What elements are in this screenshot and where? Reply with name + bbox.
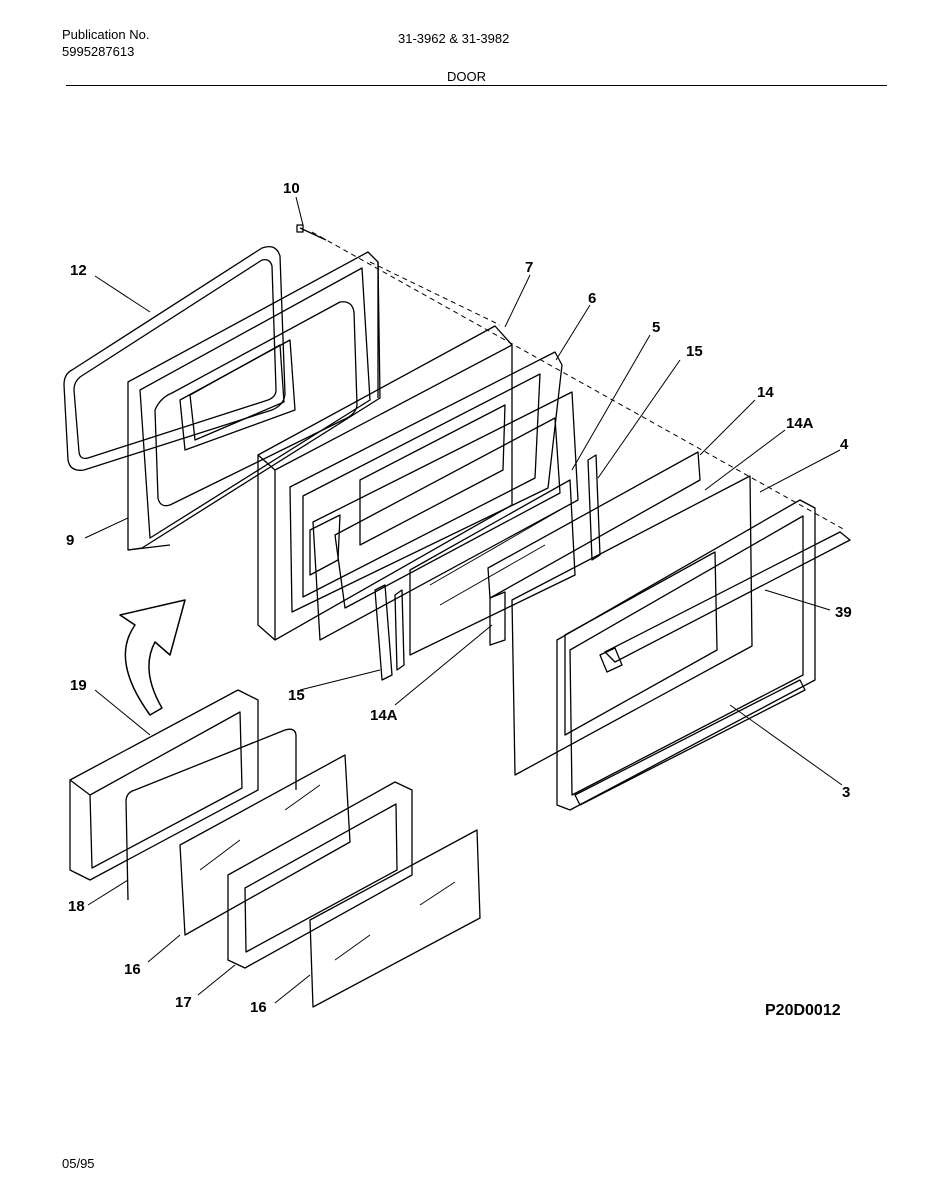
gasket-part-12	[63, 245, 286, 471]
header-rule	[66, 85, 887, 86]
glass-pane-part-16-bottom	[309, 829, 481, 1008]
assembly-arrow	[119, 599, 186, 716]
model-numbers: 31-3962 & 31-3982	[398, 31, 510, 46]
callout-39: 39	[835, 604, 852, 621]
glass-pane-part-16-left	[179, 754, 351, 936]
callout-18: 18	[68, 898, 85, 915]
screw-part-10	[296, 224, 327, 241]
callout-15-top: 15	[686, 343, 703, 360]
callout-9: 9	[66, 532, 74, 549]
callout-19: 19	[70, 677, 87, 694]
bracket-part-15-top	[587, 454, 601, 561]
callout-5: 5	[652, 319, 660, 336]
outer-frame-part-3	[556, 499, 816, 811]
footer-date: 05/95	[62, 1156, 95, 1171]
outer-panel-part-4	[511, 475, 753, 776]
section-title: DOOR	[447, 69, 486, 84]
publication-label: Publication No.	[62, 27, 150, 42]
alignment-lines	[311, 231, 846, 531]
publication-number: 5995287613	[62, 44, 135, 59]
callout-14: 14	[757, 384, 774, 401]
seal-part-18	[125, 728, 297, 901]
leader-lines	[84, 196, 843, 1004]
callout-16-left: 16	[124, 961, 141, 978]
inner-liner-part-9	[127, 251, 381, 551]
callout-14a-bottom: 14A	[370, 707, 398, 724]
handle-part-39	[599, 531, 851, 673]
spacer-part-14a	[489, 591, 506, 646]
callout-7: 7	[525, 259, 533, 276]
callout-17: 17	[175, 994, 192, 1011]
glass-holder-part-17	[227, 781, 413, 969]
callout-14a-top: 14A	[786, 415, 814, 432]
callout-16-bottom: 16	[250, 999, 267, 1016]
callout-10: 10	[283, 180, 300, 197]
glass-housing-part-19	[69, 689, 259, 881]
diagram-code: P20D0012	[765, 1002, 841, 1019]
callout-4: 4	[840, 436, 849, 453]
callout-3: 3	[842, 784, 850, 801]
callout-12: 12	[70, 262, 87, 279]
bracket-part-15-bottom	[374, 584, 405, 681]
callout-15-bottom: 15	[288, 687, 305, 704]
callout-6: 6	[588, 290, 596, 307]
glass-frame-part-5	[312, 391, 579, 656]
strip-part-14	[487, 451, 701, 599]
